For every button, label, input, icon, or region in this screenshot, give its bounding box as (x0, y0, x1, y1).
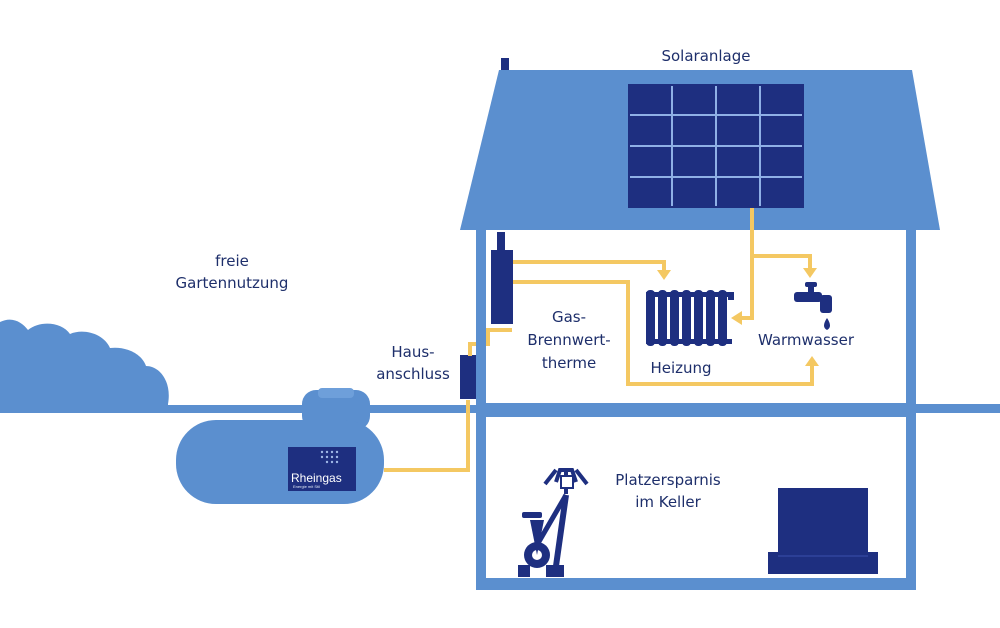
boiler-icon (491, 232, 513, 324)
tank-brand: Rheingas (291, 471, 342, 485)
hotwater-supply-pipe (513, 280, 814, 386)
ground-line-mid (370, 405, 480, 413)
label-hot-water: Warmwasser (758, 331, 855, 349)
label-garden-1: freie (215, 252, 249, 270)
radiator-icon (646, 290, 734, 346)
tank-tagline: Energie mit Stil (293, 484, 320, 489)
heating-supply-pipe (513, 260, 666, 272)
label-connection-2: anschluss (376, 365, 450, 383)
hotwater-supply-arrow (805, 356, 819, 366)
label-cellar-2: im Keller (635, 493, 701, 511)
label-solar: Solaranlage (661, 47, 750, 65)
label-boiler-2: Brennwert- (527, 331, 610, 349)
solar-panel-icon (628, 84, 804, 208)
label-heating: Heizung (650, 359, 711, 377)
ground-line-left (0, 405, 302, 413)
solar-to-water-pipe (752, 254, 812, 270)
cloud-bush-icon (0, 319, 169, 412)
house-floor-bottom (476, 578, 916, 590)
cellar-storage-box (768, 488, 878, 574)
solar-pipe (740, 208, 754, 320)
label-garden-2: Gartennutzung (176, 274, 289, 292)
label-boiler-3: therme (542, 354, 596, 372)
label-boiler-1: Gas- (552, 308, 586, 326)
house-connection-box (460, 355, 476, 399)
solar-to-heating-arrow (731, 311, 742, 325)
gas-pipe-to-boiler (468, 328, 512, 356)
rheingas-logo: Rheingas Energie mit Stil (288, 447, 356, 491)
water-tap-icon (794, 282, 832, 330)
solar-to-water-arrow (803, 268, 817, 278)
exercise-bike-icon (518, 468, 589, 577)
gas-pipe-underground (384, 400, 470, 472)
heating-supply-arrow (657, 270, 671, 280)
label-cellar-1: Platzersparnis (615, 471, 721, 489)
house-floor-slab (476, 403, 916, 417)
label-connection-1: Haus- (391, 343, 434, 361)
